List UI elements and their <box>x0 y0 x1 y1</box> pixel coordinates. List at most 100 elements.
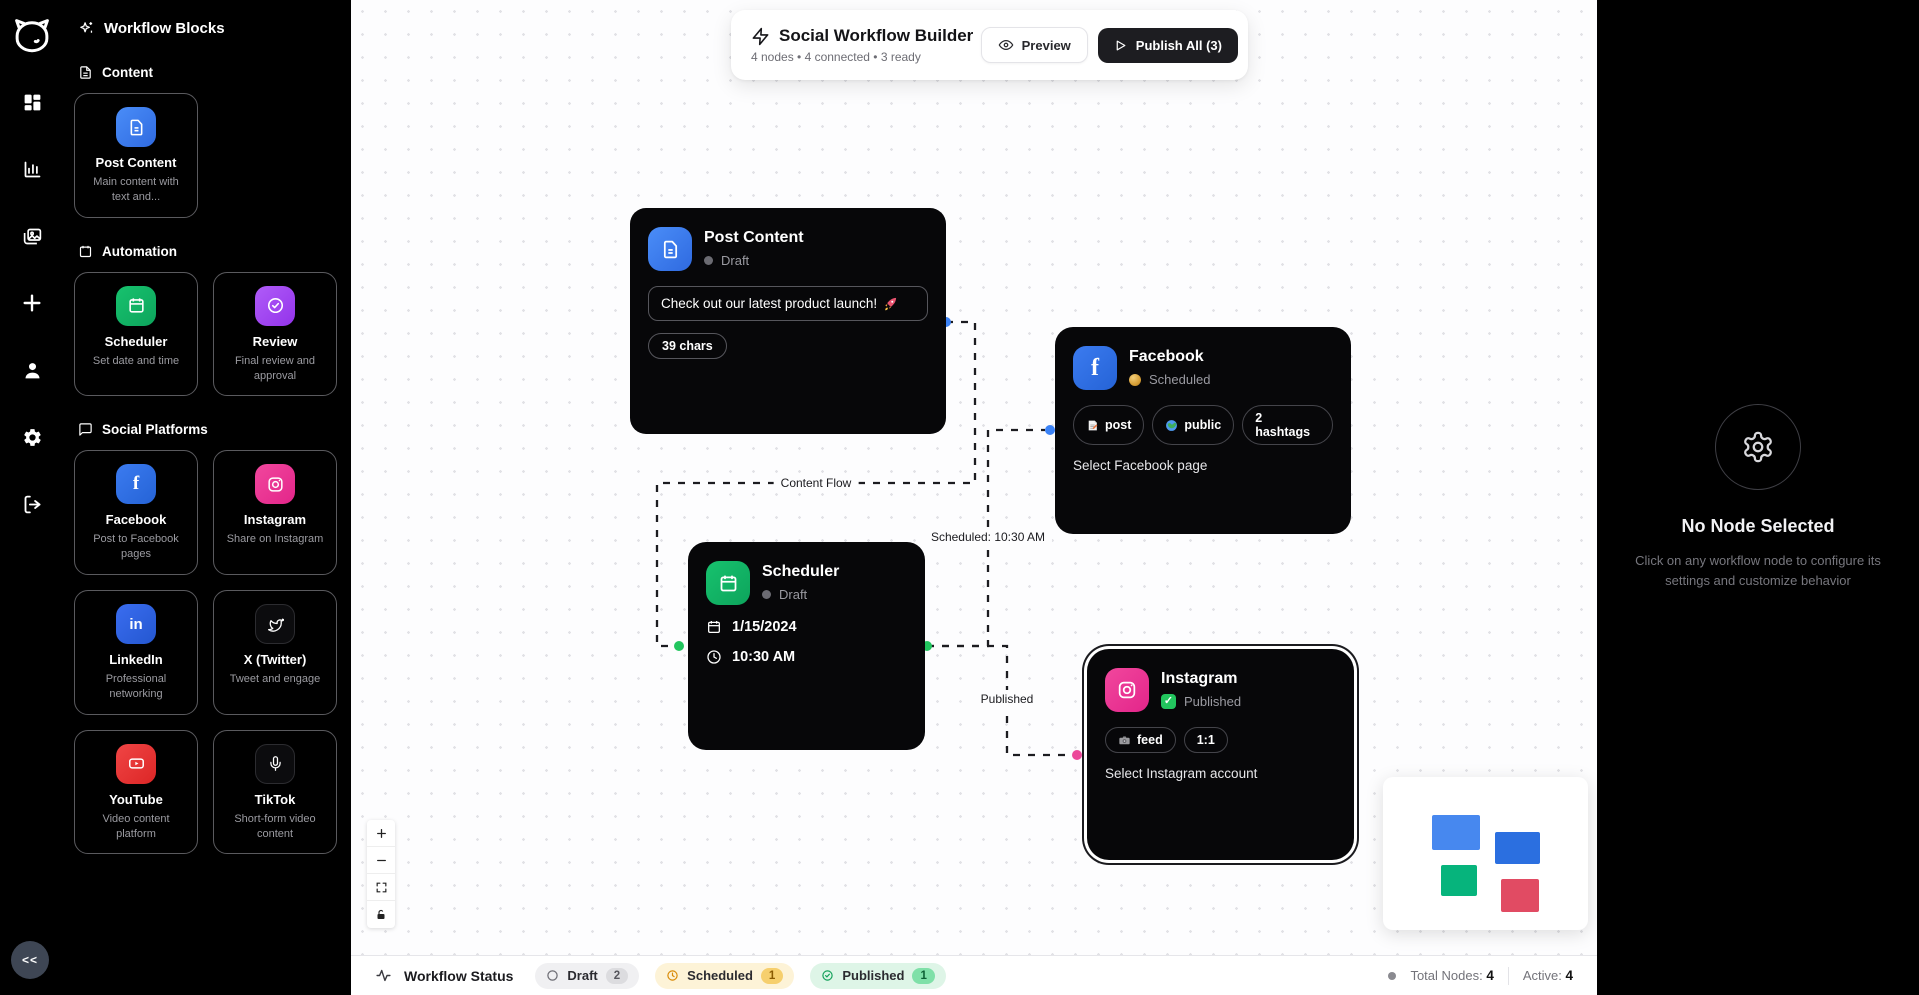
inspector-gear-circle <box>1715 403 1801 490</box>
block-x-twitter[interactable]: X (Twitter) Tweet and engage <box>213 590 337 715</box>
draft-status-dot <box>704 256 713 266</box>
post-text-input[interactable]: Check out our latest product launch! <box>648 286 928 321</box>
fit-view-button[interactable] <box>367 874 395 901</box>
node-facebook[interactable]: f Facebook Scheduled post <box>1055 327 1351 534</box>
camera-icon <box>1118 734 1131 747</box>
node-instagram[interactable]: Instagram ✓ Published feed 1:1 <box>1087 649 1354 860</box>
facebook-hint: Select Facebook page <box>1073 458 1208 473</box>
section-label: Automation <box>102 243 177 259</box>
block-tiktok[interactable]: TikTok Short-form video content <box>213 729 337 855</box>
badge-label: public <box>1184 418 1222 432</box>
publish-label: Publish All (3) <box>1135 37 1222 53</box>
handle-scheduler-in[interactable] <box>674 641 684 651</box>
scheduler-icon <box>116 285 156 326</box>
pill-count: 1 <box>760 967 784 984</box>
node-title: Scheduler <box>762 563 840 580</box>
logout-icon[interactable] <box>20 492 44 516</box>
published-status-pill: Published 1 <box>810 962 946 989</box>
preview-label: Preview <box>1021 37 1071 53</box>
app-logo-icon[interactable] <box>11 14 53 56</box>
node-status-label: Draft <box>779 587 808 603</box>
ratio-badge: 1:1 <box>1183 727 1228 753</box>
block-desc: Main content with text and... <box>93 176 179 203</box>
scheduler-time: 10:30 AM <box>732 649 796 665</box>
publish-all-button[interactable]: Publish All (3) <box>1097 27 1238 63</box>
workflow-title: Social Workflow Builder <box>779 26 974 45</box>
facebook-node-icon: f <box>1073 346 1117 390</box>
media-gallery-icon[interactable] <box>20 224 44 248</box>
badge-label: 1:1 <box>1196 733 1215 747</box>
handle-scheduler-out[interactable] <box>922 641 932 651</box>
minimap-node-scheduler <box>1441 865 1477 896</box>
scheduler-date: 1/15/2024 <box>732 619 797 635</box>
node-status-label: Published <box>1184 694 1242 710</box>
section-label: Content <box>102 65 153 80</box>
block-title: X (Twitter) <box>243 652 307 668</box>
block-desc: Video content platform <box>102 812 170 840</box>
badge-label: post <box>1105 418 1132 432</box>
zap-icon <box>751 27 770 46</box>
block-desc: Set date and time <box>92 354 180 367</box>
user-icon[interactable] <box>20 358 44 382</box>
minimap[interactable] <box>1383 777 1588 930</box>
block-desc: Share on Instagram <box>226 533 324 546</box>
post-content-node-icon <box>648 227 692 271</box>
status-bar-title: Workflow Status <box>404 967 514 984</box>
node-scheduler[interactable]: Scheduler Draft 1/15/2024 10:30 AM <box>688 542 925 750</box>
gear-outline-icon <box>1744 431 1772 463</box>
block-title: Post Content <box>95 155 177 170</box>
inspector-description: Click on any workflow node to configure … <box>1635 552 1881 588</box>
block-title: YouTube <box>109 791 163 807</box>
analytics-icon[interactable] <box>20 157 44 181</box>
published-check-icon: ✓ <box>1161 694 1176 710</box>
block-linkedin[interactable]: in LinkedIn Professional networking <box>74 590 198 715</box>
pill-label: Draft <box>567 968 598 983</box>
block-youtube[interactable]: YouTube Video content platform <box>74 729 198 855</box>
sidebar-collapse-button[interactable]: << <box>11 941 49 979</box>
pill-count: 1 <box>912 967 935 984</box>
sparkles-icon <box>78 20 95 37</box>
block-scheduler[interactable]: Scheduler Set date and time <box>74 271 198 397</box>
block-desc: Post to Facebook pages <box>93 533 179 561</box>
block-desc: Professional networking <box>105 673 167 700</box>
block-title: Scheduler <box>104 333 168 349</box>
node-status-label: Scheduled <box>1149 372 1211 388</box>
workflow-subtitle: 4 nodes • 4 connected • 3 ready <box>751 50 921 64</box>
total-nodes-dot <box>1388 971 1397 980</box>
handle-instagram-in[interactable] <box>1072 750 1082 760</box>
workflow-status-bar: Workflow Status Draft 2 Scheduled 1 Publ… <box>351 955 1597 995</box>
block-instagram[interactable]: Instagram Share on Instagram <box>213 450 337 576</box>
node-post-content[interactable]: Post Content Draft Check out our latest … <box>630 208 946 434</box>
post-text-value: Check out our latest product launch! <box>661 296 878 311</box>
dashboard-icon[interactable] <box>20 90 44 114</box>
divider <box>1507 966 1509 985</box>
edge-label-published: Published <box>973 690 1041 708</box>
inspector-title: No Node Selected <box>1681 515 1835 536</box>
total-nodes-label: Total Nodes: <box>1410 968 1483 983</box>
scheduled-status-dot <box>1129 373 1141 386</box>
block-title: LinkedIn <box>109 652 163 668</box>
rocket-icon <box>883 296 898 311</box>
zoom-in-button[interactable] <box>367 820 395 847</box>
content-section-icon <box>78 65 93 80</box>
block-facebook[interactable]: f Facebook Post to Facebook pages <box>74 450 198 576</box>
canvas-controls <box>367 820 395 928</box>
lock-button[interactable] <box>367 901 395 928</box>
draft-status-pill: Draft 2 <box>535 962 640 989</box>
hashtags-badge: 2 hashtags <box>1242 405 1333 445</box>
eye-icon <box>998 37 1014 53</box>
block-post-content[interactable]: Post Content Main content with text and.… <box>74 93 198 218</box>
handle-post-content-out[interactable] <box>941 317 951 327</box>
panel-title: Workflow Blocks <box>104 20 225 37</box>
block-review[interactable]: Review Final review and approval <box>213 271 337 397</box>
workflow-canvas[interactable]: Content Flow Scheduled: 10:30 AM Publish… <box>351 0 1597 955</box>
minimap-node-facebook <box>1495 832 1540 864</box>
pill-count: 2 <box>605 967 629 984</box>
node-inspector-panel: No Node Selected Click on any workflow n… <box>1597 0 1919 995</box>
preview-button[interactable]: Preview <box>980 27 1088 63</box>
zoom-out-button[interactable] <box>367 847 395 874</box>
add-icon[interactable] <box>20 291 44 315</box>
settings-gear-icon[interactable] <box>20 425 44 449</box>
workflow-header-card: Social Workflow Builder 4 nodes • 4 conn… <box>731 10 1248 80</box>
handle-facebook-in[interactable] <box>1045 425 1055 435</box>
